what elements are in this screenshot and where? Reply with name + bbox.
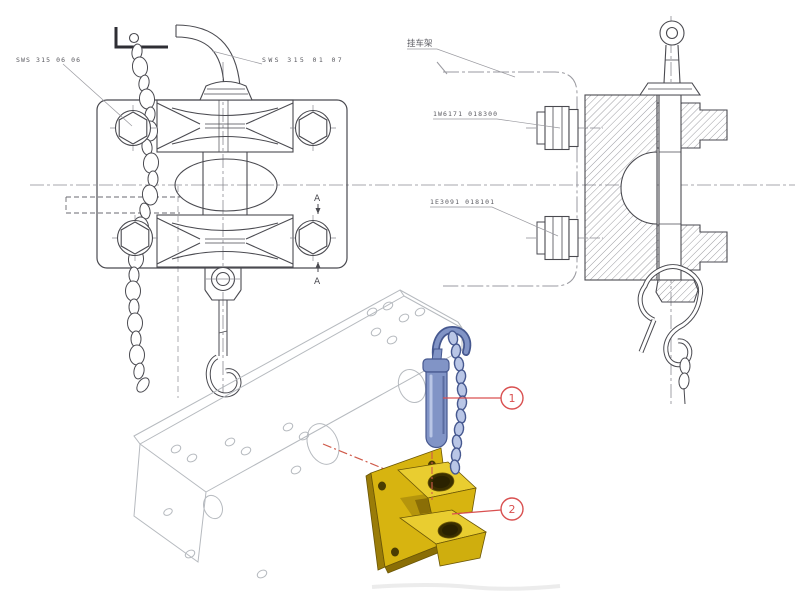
drawbar-shaft (174, 100, 278, 301)
label-tube-part: SWS 315 01 07 (211, 50, 344, 65)
section-label-top: A (314, 194, 321, 204)
safety-chain (125, 42, 160, 395)
section-label-bottom: A (314, 277, 321, 287)
top-cap-lines (204, 88, 248, 95)
clevis-body-section (584, 94, 728, 281)
iso-view: 1 2 (133, 289, 561, 591)
main-mount-hole (306, 423, 340, 465)
callout-2-number: 2 (509, 503, 516, 516)
lower-bolt-part-number: 1E3091 018101 (430, 198, 495, 206)
hex-bolt-bottom-right (289, 214, 337, 262)
assembly-axis-line (322, 443, 437, 491)
callout-1-balloon[interactable] (500, 386, 524, 410)
front-view: A A SWS 315 06 06 SWS 315 01 07 (16, 24, 795, 398)
label-chain-part: SWS 315 06 06 (16, 56, 133, 127)
hitch-pin (638, 20, 702, 96)
chain-anchor (114, 27, 168, 49)
plate-holes (163, 301, 427, 579)
socket-cavity (620, 151, 658, 225)
callout-1-number: 1 (509, 392, 516, 405)
top-rubber-buffer (156, 99, 294, 153)
callout-1[interactable]: 1 (443, 386, 524, 410)
tube-part-number: SWS 315 01 07 (262, 56, 344, 64)
pin-shaft-section (658, 94, 682, 281)
pin-collar (422, 358, 450, 373)
callout-2-balloon[interactable] (500, 497, 524, 521)
label-upper-bolt: 1W6171 018300 (433, 110, 561, 129)
hidden-slot (65, 196, 180, 214)
tube-handle (175, 24, 241, 87)
side-section-view: 挂车架 1W6171 018300 1E3091 018101 (407, 16, 728, 405)
drawbar-eye (174, 158, 278, 212)
trailer-frame-label: 挂车架 (407, 38, 433, 49)
upper-bolt-part-number: 1W6171 018300 (433, 110, 498, 118)
hex-bolt-bottom-left (111, 214, 159, 262)
label-lower-bolt: 1E3091 018101 (430, 198, 559, 237)
section-marker: A A (314, 194, 321, 287)
lower-pin (205, 266, 242, 398)
blue-pin (422, 325, 472, 449)
callout-2[interactable]: 2 (451, 497, 524, 521)
r-clip-assembly (637, 264, 704, 405)
shadow-smudge (371, 583, 561, 591)
hex-bolt-top-right (289, 104, 337, 152)
lower-lug (398, 509, 488, 567)
label-trailer-frame: 挂车架 (407, 38, 516, 78)
trailer-frame-phantom (436, 61, 578, 287)
wireframe-plate (133, 289, 463, 579)
bottom-rubber-buffer (156, 214, 294, 268)
chain-part-number: SWS 315 06 06 (16, 56, 81, 64)
yellow-clevis-bracket (365, 447, 488, 574)
top-cap (199, 80, 253, 101)
